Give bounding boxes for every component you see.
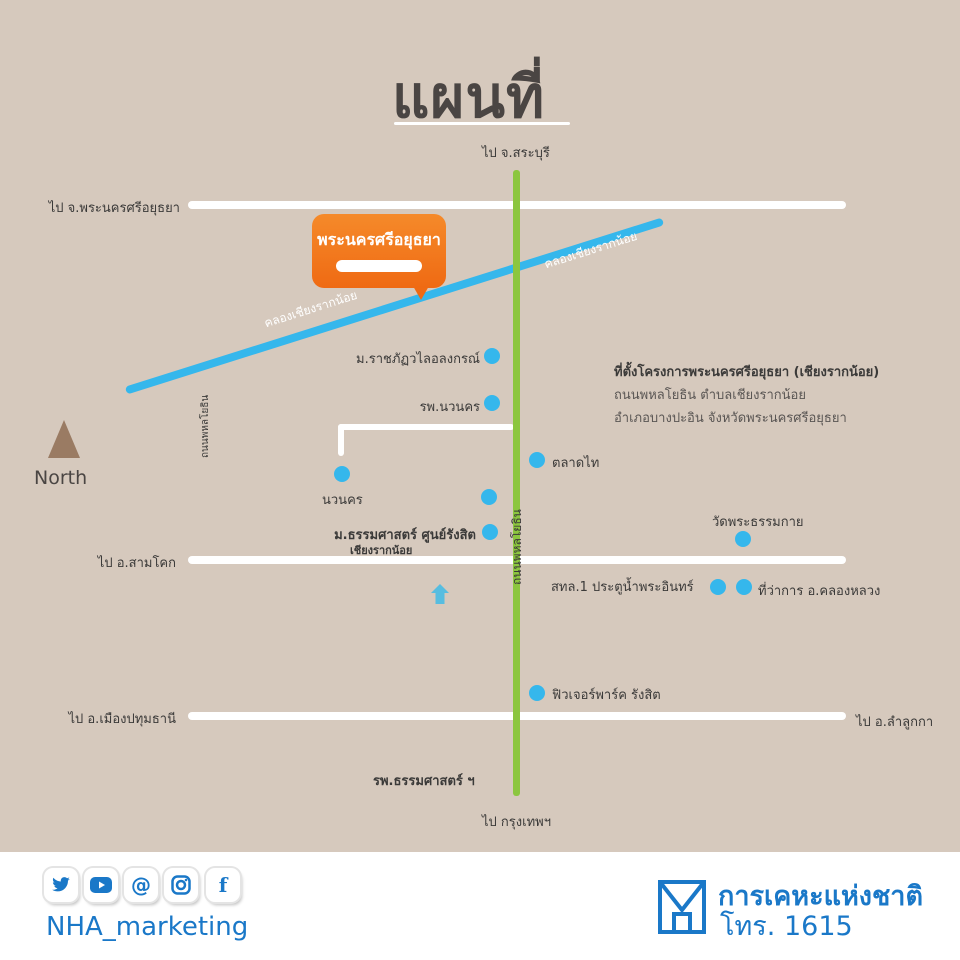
label-thammasat-hospital: รพ.ธรรมศาสตร์ ฯ bbox=[373, 774, 475, 789]
canal-label-east: คลองเชียงรากน้อย bbox=[542, 228, 639, 272]
nha-logo-icon bbox=[658, 880, 706, 934]
marker-future-park[interactable] bbox=[529, 685, 545, 701]
side-road-horizontal bbox=[338, 424, 514, 430]
youtube-icon[interactable] bbox=[84, 868, 118, 902]
phahonyothin-highway bbox=[513, 170, 520, 796]
label-rajabhat: ม.ราชภัฏวไลอลงกรณ์ bbox=[356, 352, 480, 367]
footer bbox=[0, 852, 960, 960]
marker-unlabeled[interactable] bbox=[481, 489, 497, 505]
marker-prathu-nam-phra-in[interactable] bbox=[710, 579, 726, 595]
marker-rajabhat[interactable] bbox=[484, 348, 500, 364]
title-underline bbox=[394, 122, 570, 125]
bubble-label: พระนครศรีอยุธยา bbox=[317, 230, 441, 249]
marker-wat-phra-dhammakaya[interactable] bbox=[735, 531, 751, 547]
label-to-ayutthaya: ไป จ.พระนครศรีอยุธยา bbox=[48, 201, 180, 216]
map-title: แผนที่ bbox=[392, 63, 546, 131]
side-road-vertical bbox=[338, 424, 344, 456]
project-heading: ที่ตั้งโครงการพระนครศรีอยุธยา (เชียงรากน… bbox=[614, 365, 880, 380]
bubble-pointer bbox=[413, 286, 429, 300]
label-prathu-nam-phra-in: สทล.1 ประตูน้ำพระอินทร์ bbox=[551, 580, 694, 595]
location-bubble[interactable]: พระนครศรีอยุธยา bbox=[312, 214, 446, 288]
north-label: North bbox=[34, 467, 88, 489]
label-khlong-luang-office: ที่ว่าการ อ.คลองหลวง bbox=[758, 584, 881, 599]
marker-khlong-luang-office[interactable] bbox=[736, 579, 752, 595]
phone-number[interactable]: โทร. 1615 bbox=[720, 911, 853, 942]
highway-label: ถนนพหลโยธิน bbox=[510, 509, 524, 585]
facebook-icon[interactable]: f bbox=[206, 868, 240, 902]
bubble-bar bbox=[336, 260, 422, 272]
twitter-icon[interactable] bbox=[44, 868, 78, 902]
marker-thammasat[interactable] bbox=[482, 524, 498, 540]
label-to-saraburi: ไป จ.สระบุรี bbox=[482, 146, 550, 161]
marker-nawanakorn[interactable] bbox=[334, 466, 350, 482]
label-chiang-rak-noi: เชียงรากน้อย bbox=[350, 544, 413, 557]
project-address-line2: อำเภอบางปะอิน จังหวัดพระนครศรีอยุธยา bbox=[614, 411, 847, 426]
north-arrow-icon bbox=[48, 420, 80, 458]
label-future-park: ฟิวเจอร์พาร์ค รังสิต bbox=[552, 688, 661, 703]
label-to-mueang-pathum: ไป อ.เมืองปทุมธานี bbox=[68, 712, 176, 727]
map[interactable]: แผนที่ ไป จ.สระบุรี ไป จ.พระนครศรีอยุธยา… bbox=[0, 0, 960, 852]
label-to-lam-luk-ka: ไป อ.ลำลูกกา bbox=[856, 715, 934, 730]
instagram-icon[interactable] bbox=[164, 868, 198, 902]
home-icon bbox=[429, 582, 451, 606]
at-icon[interactable]: @ bbox=[124, 868, 158, 902]
label-thammasat: ม.ธรรมศาสตร์ ศูนย์รังสิต bbox=[334, 528, 476, 543]
label-wat-phra-dhammakaya: วัดพระธรรมกาย bbox=[712, 515, 804, 530]
organization-name: การเคหะแห่งชาติ bbox=[718, 881, 924, 912]
label-nawanakorn-hospital: รพ.นวนคร bbox=[419, 400, 480, 415]
label-to-bangkok: ไป กรุงเทพฯ bbox=[482, 815, 552, 830]
label-to-sam-khok: ไป อ.สามโคก bbox=[97, 556, 176, 571]
marker-nawanakorn-hospital[interactable] bbox=[484, 395, 500, 411]
label-nawanakorn: นวนคร bbox=[322, 493, 363, 508]
marker-talad-thai[interactable] bbox=[529, 452, 545, 468]
project-address-line1: ถนนพหลโยธิน ตำบลเชียงรากน้อย bbox=[614, 388, 806, 403]
canal-label-west: คลองเชียงรากน้อย bbox=[262, 287, 359, 331]
side-road-label: ถนนพหลโยธิน bbox=[200, 394, 211, 458]
social-handle[interactable]: NHA_marketing bbox=[46, 912, 249, 942]
label-talad-thai: ตลาดไท bbox=[552, 456, 600, 471]
